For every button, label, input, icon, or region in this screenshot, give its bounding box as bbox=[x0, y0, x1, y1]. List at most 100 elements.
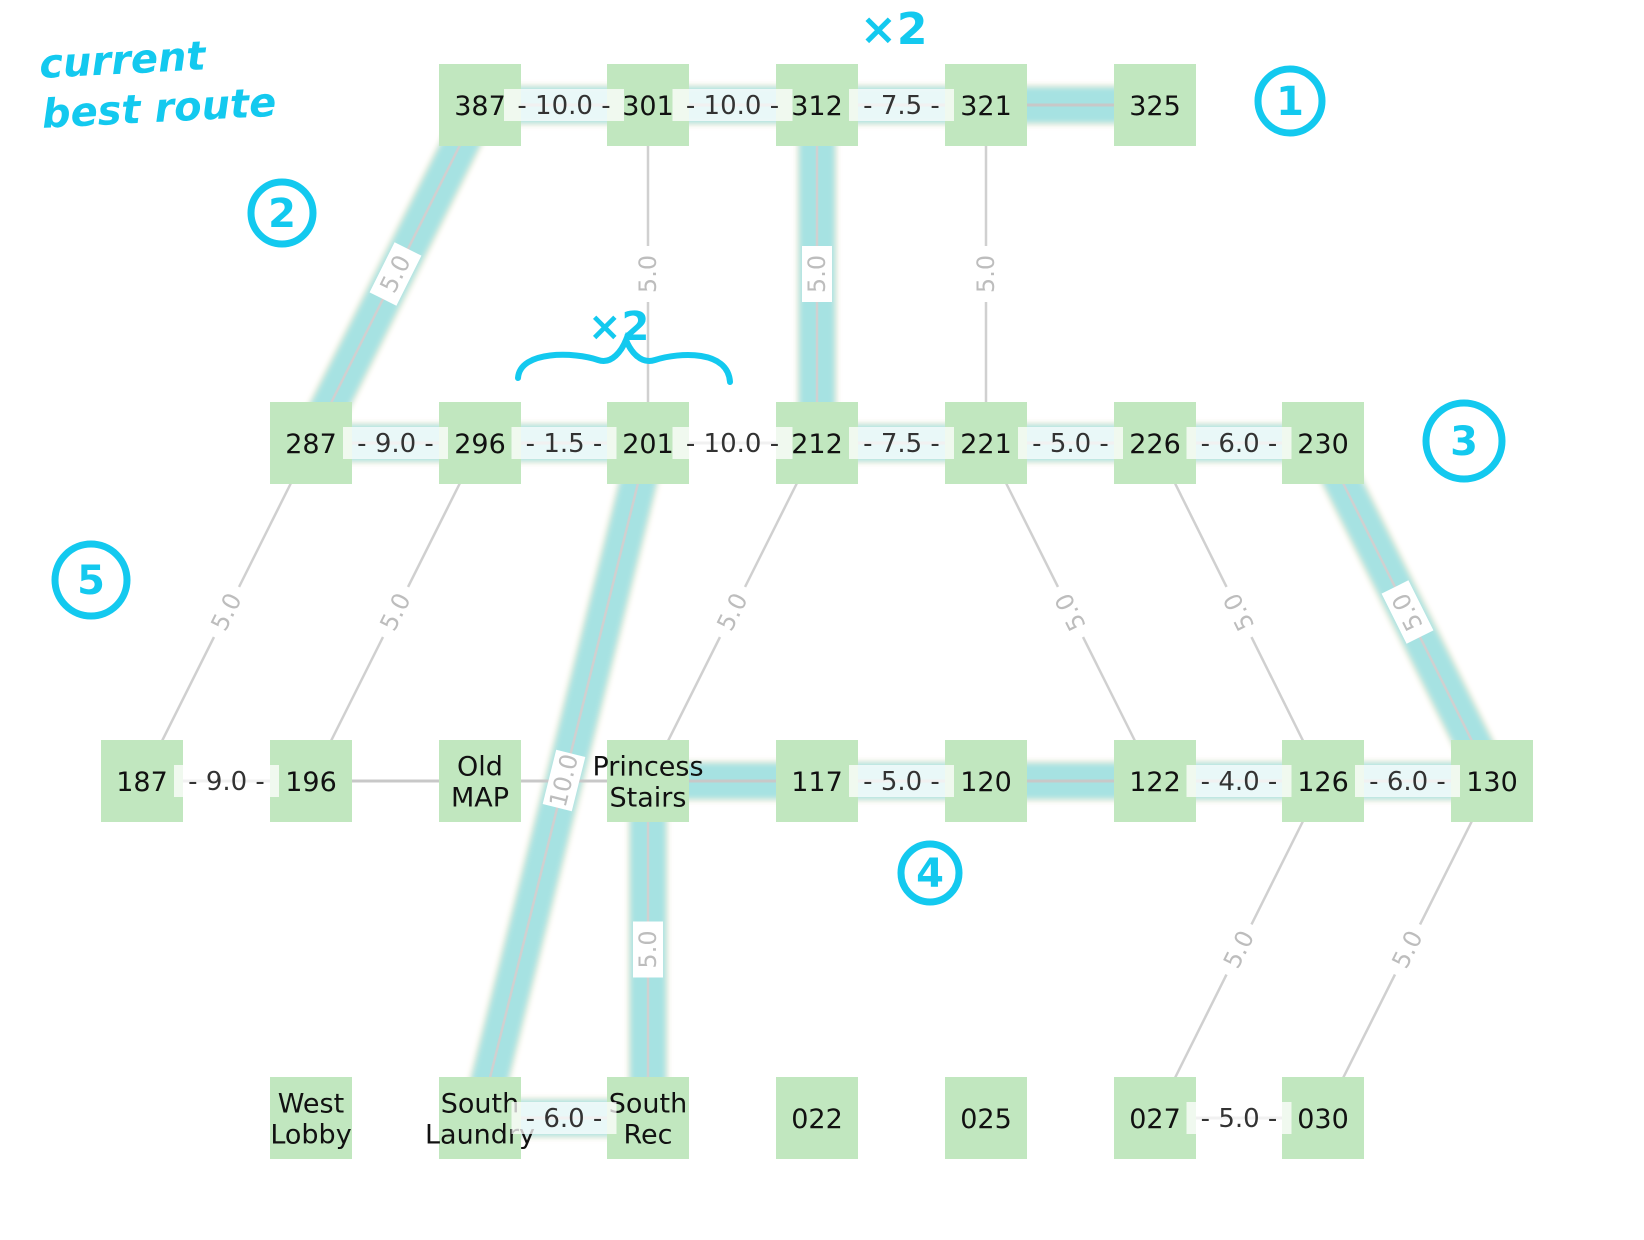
node-box-287 bbox=[270, 402, 352, 484]
node-label-325: 325 bbox=[1129, 91, 1181, 122]
edge-labels-layer: - 10.0 -- 10.0 -- 7.5 -- 9.0 -- 1.5 -- 1… bbox=[174, 89, 1460, 1134]
multiplier-top-annotation: ×2 bbox=[860, 4, 927, 55]
node-label-296: 296 bbox=[454, 429, 506, 460]
handwritten-note: currentbest route bbox=[38, 30, 277, 138]
node-box-226 bbox=[1114, 402, 1196, 484]
edge-label-bg bbox=[1213, 580, 1265, 644]
node-label-196: 196 bbox=[285, 767, 337, 798]
edge-label-312-321: - 7.5 - bbox=[863, 91, 940, 121]
edge-label-212-221: - 7.5 - bbox=[863, 429, 940, 459]
node-label-321: 321 bbox=[960, 91, 1012, 122]
edge-label-bg bbox=[1186, 427, 1292, 459]
edge-label-027-030: - 5.0 - bbox=[1201, 1104, 1278, 1134]
edge-label-group: 5.0 bbox=[633, 246, 663, 302]
edge-label-bg bbox=[633, 246, 663, 302]
edge-label-287-296: - 9.0 - bbox=[357, 429, 434, 459]
highlighted-route-layer bbox=[291, 85, 1512, 1138]
node-label-212: 212 bbox=[791, 429, 843, 460]
node-box-187 bbox=[101, 740, 183, 822]
edge-label-group: 5.0 bbox=[971, 246, 1001, 302]
edge-label-bg bbox=[1044, 580, 1097, 644]
edge-label-bg bbox=[1186, 1102, 1292, 1134]
node-box-SouthLaundry bbox=[439, 1077, 521, 1159]
edge-label-221-226: - 5.0 - bbox=[1032, 429, 1109, 459]
edge-label-PrincessStairs-SouthRec: 5.0 bbox=[634, 930, 662, 968]
edge-label-bg bbox=[343, 427, 448, 459]
edge-label-301-312: - 10.0 - bbox=[686, 91, 779, 121]
node-box-196 bbox=[270, 740, 352, 822]
node-label-120: 120 bbox=[960, 767, 1012, 798]
edge-label-bg bbox=[174, 765, 279, 797]
curly-brace-annotation bbox=[515, 331, 733, 385]
node-label-122: 122 bbox=[1129, 767, 1181, 798]
edge-label-bg bbox=[1018, 427, 1123, 459]
node-box-OldMAP bbox=[439, 740, 521, 822]
route-step-circle-1 bbox=[1254, 65, 1326, 137]
node-label-187: 187 bbox=[116, 767, 168, 798]
route-step-number-3: 3 bbox=[1450, 419, 1478, 465]
edge-label-bg bbox=[511, 1102, 617, 1134]
edge-label-187-196: - 9.0 - bbox=[188, 767, 265, 797]
node-label-387: 387 bbox=[454, 91, 506, 122]
node-label-201: 201 bbox=[622, 429, 674, 460]
node-label-301: 301 bbox=[622, 91, 674, 122]
node-label-030: 030 bbox=[1297, 1104, 1349, 1135]
node-label-027: 027 bbox=[1129, 1104, 1181, 1135]
node-box-296 bbox=[439, 402, 521, 484]
node-box-325 bbox=[1114, 64, 1196, 146]
edge-label-bg bbox=[1355, 765, 1460, 797]
node-label-117: 117 bbox=[791, 767, 843, 798]
route-step-number-2: 2 bbox=[268, 191, 296, 237]
node-label-221: 221 bbox=[960, 429, 1012, 460]
route-step-circle-5 bbox=[51, 540, 131, 620]
edge-label-201-212: - 10.0 - bbox=[686, 429, 779, 459]
route-highlight-stroke bbox=[293, 87, 1510, 1136]
edge-label-bg bbox=[1381, 580, 1434, 644]
node-box-SouthRec bbox=[607, 1077, 689, 1159]
route-step-circle-3 bbox=[1422, 399, 1506, 483]
edge-label-bg bbox=[802, 246, 832, 302]
node-box-122 bbox=[1114, 740, 1196, 822]
node-label-230: 230 bbox=[1297, 429, 1349, 460]
edge-label-301-201: 5.0 bbox=[634, 255, 662, 293]
edge-label-bg bbox=[971, 246, 1001, 302]
node-box-PrincessStairs bbox=[607, 740, 689, 822]
multiplier-mid-annotation: ×2 bbox=[588, 304, 649, 350]
node-box-025 bbox=[945, 1077, 1027, 1159]
node-box-WestLobby bbox=[270, 1077, 352, 1159]
edge-label-group: 5.0 bbox=[1381, 917, 1434, 982]
edge-label-bg bbox=[849, 427, 954, 459]
edge-label-bg bbox=[1213, 917, 1265, 982]
edge-label-312-212: 5.0 bbox=[803, 255, 831, 293]
edge-label-226-230: - 6.0 - bbox=[1201, 429, 1278, 459]
node-box-230 bbox=[1282, 402, 1364, 484]
node-label-226: 226 bbox=[1129, 429, 1181, 460]
route-orange-tint bbox=[291, 85, 1512, 1138]
edge-label-bg bbox=[369, 242, 422, 306]
edge-label-bg bbox=[849, 765, 954, 797]
edge-label-bg bbox=[504, 89, 624, 121]
edge-label-bg bbox=[633, 921, 663, 978]
node-box-130 bbox=[1451, 740, 1533, 822]
edge-label-bg bbox=[369, 580, 422, 644]
edge-label-group: 5.0 bbox=[369, 580, 422, 644]
node-box-120 bbox=[945, 740, 1027, 822]
node-box-321 bbox=[945, 64, 1027, 146]
route-step-number-4: 4 bbox=[916, 851, 944, 897]
route-step-circle-2 bbox=[247, 178, 317, 248]
node-label-022: 022 bbox=[791, 1104, 843, 1135]
edge-label-bg bbox=[849, 89, 954, 121]
node-label-287: 287 bbox=[285, 429, 337, 460]
edge-label-126-130: - 6.0 - bbox=[1369, 767, 1446, 797]
node-label-126: 126 bbox=[1297, 767, 1349, 798]
edge-label-122-126: - 4.0 - bbox=[1201, 767, 1278, 797]
edge-label-321-221: 5.0 bbox=[972, 255, 1000, 293]
